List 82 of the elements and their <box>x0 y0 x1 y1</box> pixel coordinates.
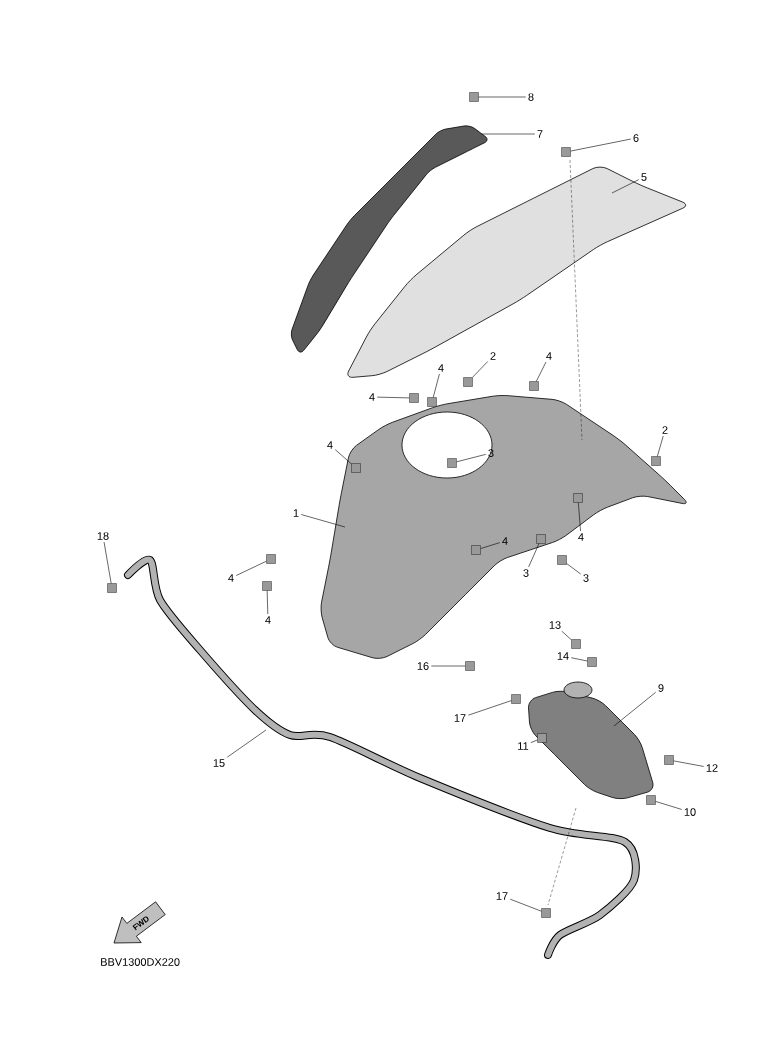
callout-number: 12 <box>706 764 718 772</box>
callout-number: 4 <box>546 352 552 360</box>
drawing-code: BBV1300DX220 <box>101 958 180 966</box>
leader-line <box>481 133 536 135</box>
small-part <box>409 393 419 403</box>
callout-number: 15 <box>213 759 225 767</box>
small-part <box>529 381 539 391</box>
leader-line <box>613 691 657 727</box>
callout-number: 14 <box>557 652 569 660</box>
callout-number: 4 <box>438 364 444 372</box>
small-part <box>351 463 361 473</box>
leader-line <box>655 801 682 810</box>
leader-line <box>657 435 664 457</box>
callout-number: 3 <box>488 449 494 457</box>
small-part <box>107 583 117 593</box>
callout-number: 17 <box>454 714 466 722</box>
leader-line <box>235 560 267 576</box>
leader-line <box>530 739 538 743</box>
small-part <box>561 147 571 157</box>
callout-number: 13 <box>549 621 561 629</box>
callout-number: 6 <box>633 134 639 142</box>
small-part <box>573 493 583 503</box>
callout-number: 4 <box>228 574 234 582</box>
leader-line <box>480 542 501 549</box>
leader-line <box>566 563 582 575</box>
leader-line <box>472 361 489 378</box>
small-part <box>587 657 597 667</box>
callout-number: 5 <box>641 173 647 181</box>
leader-line <box>103 541 112 584</box>
callout-number: 7 <box>537 130 543 138</box>
small-part <box>469 92 479 102</box>
callout-number: 10 <box>684 808 696 816</box>
callout-number: 16 <box>417 662 429 670</box>
callout-number: 2 <box>490 352 496 360</box>
small-part <box>266 554 276 564</box>
leader-line <box>266 590 269 615</box>
leader-line <box>478 96 527 98</box>
leader-line <box>334 449 352 465</box>
small-part <box>427 397 437 407</box>
leader-line <box>510 898 542 912</box>
small-part <box>541 908 551 918</box>
callout-number: 2 <box>662 426 668 434</box>
small-part <box>463 377 473 387</box>
callout-number: 4 <box>502 537 508 545</box>
leader-line <box>456 454 487 463</box>
callout-number: 4 <box>327 441 333 449</box>
leader-line <box>468 700 512 716</box>
leader-line <box>431 665 466 667</box>
leader-line <box>571 657 588 662</box>
small-part <box>651 456 661 466</box>
leader-line <box>673 760 704 767</box>
callout-number: 11 <box>518 742 529 750</box>
small-part <box>646 795 656 805</box>
callout-number: 3 <box>523 569 529 577</box>
callout-number: 8 <box>528 93 534 101</box>
leader-line <box>432 373 440 398</box>
callout-number: 4 <box>369 393 375 401</box>
small-part <box>557 555 567 565</box>
callout-number: 3 <box>583 574 589 582</box>
callout-number: 9 <box>658 684 664 692</box>
leader-line <box>570 138 632 152</box>
small-part <box>664 755 674 765</box>
small-part <box>511 694 521 704</box>
leader-line <box>536 361 547 382</box>
leader-line <box>227 729 267 758</box>
small-part <box>447 458 457 468</box>
small-part <box>471 545 481 555</box>
small-part <box>537 733 547 743</box>
callout-number: 17 <box>496 892 508 900</box>
small-part <box>465 661 475 671</box>
callout-number: 1 <box>293 509 299 517</box>
leader-line <box>611 179 640 194</box>
small-part <box>536 534 546 544</box>
small-part <box>262 581 272 591</box>
callout-number: 18 <box>97 532 109 540</box>
callout-number: 4 <box>578 533 584 541</box>
callout-number: 4 <box>265 616 271 624</box>
leader-line <box>300 514 346 528</box>
leader-line <box>376 396 410 399</box>
leader-line <box>561 630 572 641</box>
leader-line <box>528 543 540 568</box>
small-part <box>571 639 581 649</box>
